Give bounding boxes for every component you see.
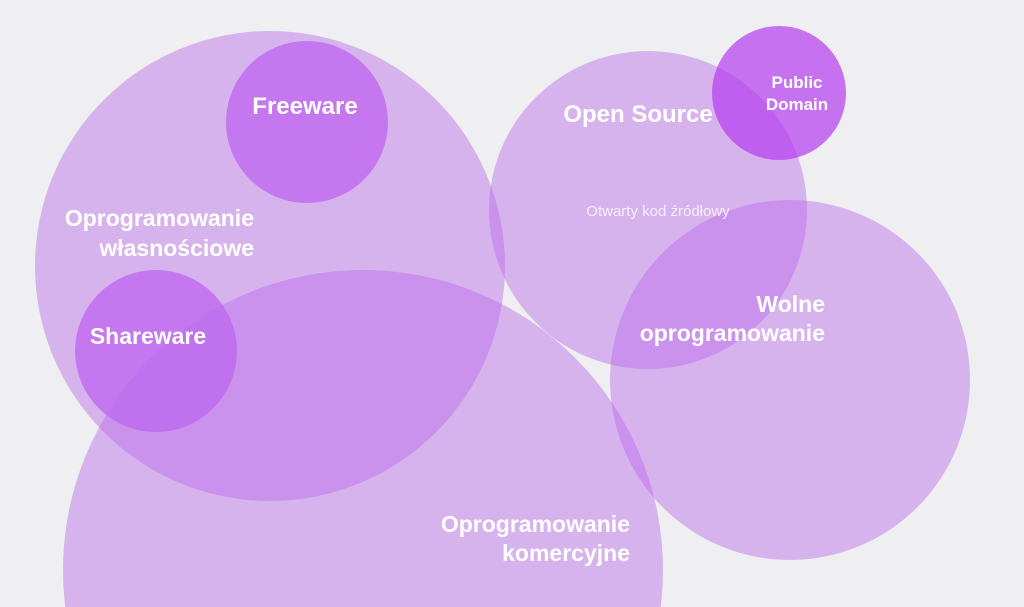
label-open-source: Open Source <box>563 101 712 128</box>
label-freeware: Freeware <box>252 93 357 120</box>
circle-freeware <box>226 41 388 203</box>
circle-free-software <box>610 200 970 560</box>
label-commercial-software-line1: Oprogramowanie <box>441 511 630 537</box>
label-proprietary-software-line2: własnościowe <box>98 235 254 261</box>
label-public-domain-line1: Public <box>771 73 822 92</box>
label-public-domain-line2: Domain <box>766 95 828 114</box>
circle-public-domain <box>712 26 846 160</box>
label-open-source-subtitle: Otwarty kod źródłowy <box>586 203 730 220</box>
label-proprietary-software-line1: Oprogramowanie <box>65 205 254 231</box>
label-shareware: Shareware <box>90 323 206 349</box>
label-free-software-line1: Wolne <box>756 291 825 317</box>
circle-commercial-software <box>63 270 663 607</box>
label-commercial-software-line2: komercyjne <box>502 540 630 566</box>
label-free-software-line2: oprogramowanie <box>640 320 825 346</box>
circle-shareware <box>75 270 237 432</box>
